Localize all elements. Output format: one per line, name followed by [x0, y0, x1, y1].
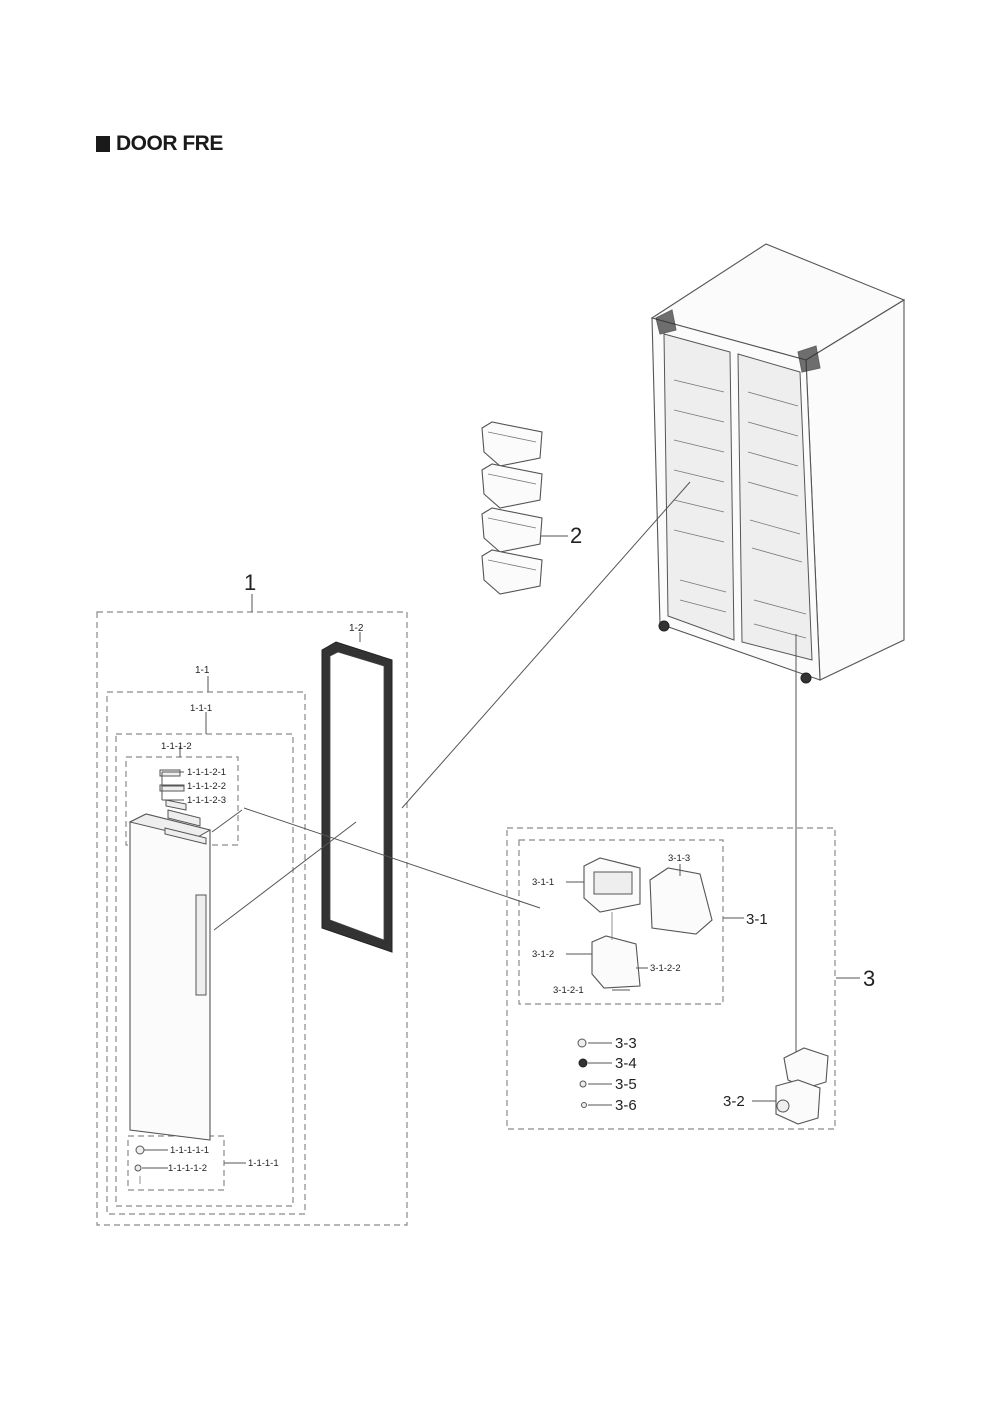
ice-maker-assembly: [583, 857, 713, 989]
label-1-1: 1-1: [195, 665, 210, 676]
label-1-1-1-2-2: 1-1-1-2-2: [187, 781, 226, 792]
label-1-1-1: 1-1-1: [190, 703, 212, 714]
label-1-1-1-1: 1-1-1-1: [248, 1158, 279, 1169]
label-2: 2: [570, 523, 582, 548]
label-3: 3: [863, 966, 875, 991]
door-hinge-parts: [134, 1145, 145, 1184]
label-1: 1: [244, 570, 256, 595]
group-1-1-1-box: [115, 733, 294, 1207]
callout-labels: 1 1-1 1-1-1 1-1-1-2 1-1-1-2-1 1-1-1-2-2 …: [161, 523, 875, 1174]
door-bin: [481, 421, 543, 467]
label-1-2: 1-2: [349, 623, 364, 634]
label-3-1: 3-1: [746, 911, 768, 928]
label-3-3: 3-3: [615, 1035, 637, 1052]
leader-lines: [142, 481, 860, 1169]
label-3-1-2: 3-1-2: [532, 949, 554, 960]
group-3-box: [506, 827, 836, 1130]
refrigerator-cabinet: [650, 243, 906, 684]
label-1-1-1-2-3: 1-1-1-2-3: [187, 795, 226, 806]
label-3-1-1: 3-1-1: [532, 877, 554, 888]
label-3-5: 3-5: [615, 1076, 637, 1093]
page-title-text: DOOR FRE: [116, 132, 223, 155]
door-bin: [481, 549, 543, 595]
freezer-door-panel: [128, 809, 212, 1141]
door-bins: [481, 421, 543, 595]
door-gasket: [321, 641, 393, 953]
screws-and-bolts: [577, 1038, 588, 1108]
label-1-1-1-1-1: 1-1-1-1-1: [170, 1145, 209, 1156]
label-3-6: 3-6: [615, 1097, 637, 1114]
door-trim-pieces: [159, 769, 187, 811]
label-1-1-1-2: 1-1-1-2: [161, 741, 192, 752]
label-3-4: 3-4: [615, 1055, 637, 1072]
label-1-1-1-1-2: 1-1-1-1-2: [168, 1163, 207, 1174]
title-bullet-icon: [96, 136, 110, 152]
hinge-bracket: [775, 1047, 829, 1125]
label-3-1-2-1: 3-1-2-1: [553, 985, 584, 996]
label-3-2: 3-2: [723, 1093, 745, 1110]
label-1-1-1-2-1: 1-1-1-2-1: [187, 767, 226, 778]
door-bin: [481, 463, 543, 509]
group-3-1-box: [518, 839, 724, 1005]
door-bin: [481, 507, 543, 553]
label-3-1-3: 3-1-3: [668, 853, 690, 864]
page-title: DOOR FRE: [96, 132, 223, 156]
label-3-1-2-2: 3-1-2-2: [650, 963, 681, 974]
